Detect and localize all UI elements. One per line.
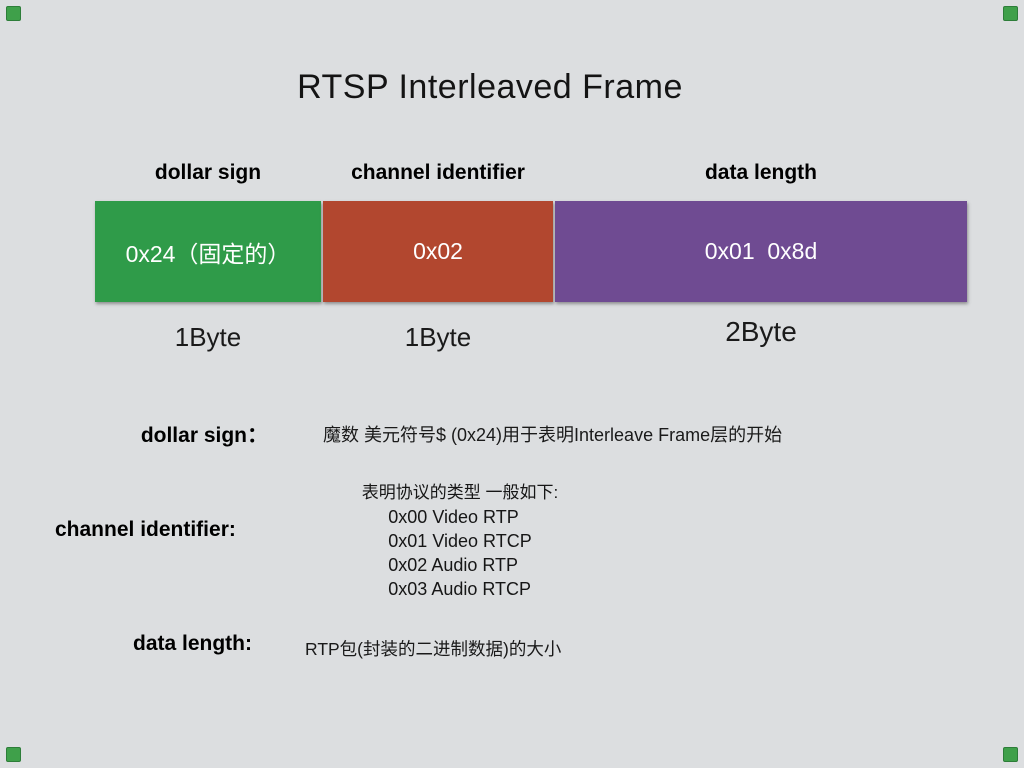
definition-text-dollar-sign: 魔数 美元符号$ (0x24)用于表明Interleave Frame层的开始 <box>323 425 783 445</box>
byte-box-value: 0x01 0x8d <box>704 238 818 264</box>
channel-types-intro: 表明协议的类型 一般如下: <box>361 483 559 502</box>
channel-type-item: 0x00 Video RTP <box>388 507 519 527</box>
channel-type-item: 0x01 Video RTCP <box>388 531 532 551</box>
definition-text-channel-identifier: 表明协议的类型 一般如下: 0x00 Video RTP 0x01 Video … <box>300 481 620 602</box>
definition-term-data-length: data length: <box>133 632 252 655</box>
byte-size-label: 1Byte <box>174 322 242 352</box>
channel-types-list: 0x00 Video RTP 0x01 Video RTCP 0x02 Audi… <box>388 505 531 601</box>
byte-box-value: 0x02 <box>413 238 463 264</box>
field-label-dollar-sign: dollar sign <box>154 161 262 184</box>
channel-type-item: 0x03 Audio RTCP <box>388 579 532 599</box>
field-label-channel-identifier: channel identifier <box>351 161 525 184</box>
byte-box-channel-identifier: 0x02 <box>323 201 553 302</box>
definition-term-dollar-sign: dollar sign： <box>140 424 268 447</box>
corner-marker-icon <box>6 6 21 21</box>
corner-marker-icon <box>1003 6 1018 21</box>
definition-text-data-length: RTP包(封装的二进制数据)的大小 <box>305 639 562 659</box>
definition-term-channel-identifier: channel identifier: <box>55 518 236 541</box>
slide-title: RTSP Interleaved Frame <box>297 68 683 106</box>
byte-box-value: 0x24（固定的） <box>125 240 291 267</box>
corner-marker-icon <box>6 747 21 762</box>
channel-type-item: 0x02 Audio RTP <box>388 555 519 575</box>
byte-size-label: 2Byte <box>725 316 797 347</box>
byte-size-label: 1Byte <box>404 322 472 352</box>
corner-marker-icon <box>1003 747 1018 762</box>
field-label-data-length: data length <box>704 161 817 184</box>
byte-box-data-length: 0x01 0x8d <box>555 201 967 302</box>
byte-box-dollar-sign: 0x24（固定的） <box>95 201 321 302</box>
